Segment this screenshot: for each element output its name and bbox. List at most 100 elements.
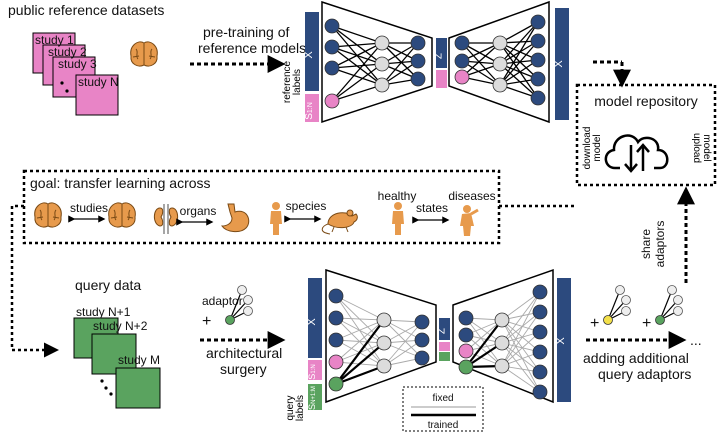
network-node: [494, 312, 510, 328]
adaptor-node: [243, 306, 253, 316]
network-node: [328, 332, 344, 348]
network-node: [414, 350, 430, 366]
network-edge: [499, 40, 539, 86]
z-label: Z: [434, 53, 445, 59]
network-edge: [461, 42, 501, 86]
network-edge: [335, 319, 385, 363]
network-node: [532, 284, 548, 300]
latent-bar-z: [439, 318, 450, 340]
network-edge: [335, 317, 385, 367]
reference-study-stack: study 1 study 2 study 3 study N: [32, 32, 119, 116]
adaptor-node: [621, 306, 631, 316]
network-edge: [331, 42, 383, 69]
latent-label-bar: [436, 70, 447, 88]
study-label: study 3: [58, 57, 97, 71]
study-label: study M: [118, 353, 160, 367]
network-edge: [501, 342, 541, 393]
x-label: X: [306, 318, 318, 326]
share-adaptors-line1: share: [639, 229, 653, 259]
network-node: [328, 376, 344, 392]
network-node: [532, 344, 548, 360]
adaptor-node: [673, 306, 683, 316]
x-label: X: [303, 51, 315, 59]
study-card: [91, 333, 137, 375]
network-edge: [383, 321, 423, 367]
network-edge: [499, 42, 539, 99]
input-bar-x: [305, 12, 319, 91]
model-repository-box: [575, 83, 717, 187]
download-label-line2: model: [592, 134, 603, 161]
network-node: [458, 359, 474, 375]
surgery-label-line2: surgery: [220, 361, 267, 377]
goal-states-label: states: [416, 201, 448, 215]
network-edge: [335, 319, 385, 341]
network-edge: [501, 319, 541, 393]
network-node: [328, 354, 344, 370]
adaptor-node: [603, 315, 613, 325]
goal-healthy-label: healthy: [378, 189, 417, 203]
network-node: [374, 35, 390, 51]
goal-diseases-label: diseases: [448, 189, 495, 203]
network-edge: [501, 331, 541, 367]
network-node: [530, 33, 546, 49]
network-node: [494, 358, 510, 374]
adaptor-node: [225, 315, 235, 325]
network-edge: [335, 317, 385, 321]
network-edge: [499, 63, 539, 99]
network-edge: [499, 59, 539, 86]
ellipsis: ...: [690, 332, 702, 348]
adaptor-node: [237, 285, 247, 295]
network-node: [532, 304, 548, 320]
reference-labels-line1: reference: [282, 60, 293, 103]
output-bar-xhat: [557, 278, 571, 402]
network-node: [492, 77, 508, 93]
query-model-network: X S1:N SN+1:M query labels Z X̂: [285, 268, 571, 421]
network-edge: [331, 63, 383, 69]
network-node: [454, 35, 470, 51]
decoder-outline: [452, 268, 554, 404]
adaptor-icon: [655, 285, 683, 325]
study-card: [115, 367, 161, 409]
adaptor-edge: [659, 289, 673, 321]
network-node: [532, 384, 548, 400]
reference-label-bar: [308, 360, 322, 380]
adaptor-icon: [225, 285, 253, 325]
xhat-label: X̂: [551, 60, 565, 68]
network-edge: [335, 295, 385, 321]
encoder-outline: [321, 0, 433, 124]
s-query-label: SN+1:M: [307, 386, 317, 410]
stomach-icon: [221, 203, 250, 233]
network-node: [454, 53, 470, 69]
network-node: [530, 14, 546, 30]
reference-model-network: X S1:N reference labels Z X̂: [282, 0, 569, 124]
network-edge: [501, 311, 541, 344]
brain-icon: [108, 202, 136, 228]
network-edge: [335, 342, 385, 385]
network-node: [376, 335, 392, 351]
reference-datasets-title: public reference datasets: [8, 2, 164, 18]
network-node: [530, 52, 546, 68]
latent-query-label-bar: [439, 352, 450, 361]
reference-label-bar: [305, 94, 319, 122]
network-edge: [381, 42, 419, 86]
network-node: [414, 314, 430, 330]
network-node: [532, 364, 548, 380]
s-ref-label: S1:N: [307, 364, 317, 379]
network-edge: [331, 42, 383, 48]
goal-studies-label: studies: [70, 201, 108, 215]
latent-label-bar: [439, 342, 450, 351]
query-data-title: query data: [75, 277, 141, 293]
network-node: [324, 18, 340, 34]
network-edge: [331, 42, 383, 102]
upload-label-line2: model: [701, 134, 712, 161]
network-node: [328, 288, 344, 304]
study-label: study N+2: [93, 319, 148, 333]
study-label: study 2: [48, 45, 87, 59]
legend-fixed-label: fixed: [432, 393, 453, 404]
input-bar-x: [308, 278, 322, 358]
network-node: [376, 312, 392, 328]
network-edge: [501, 291, 541, 367]
network-node: [414, 332, 430, 348]
network-node: [458, 310, 474, 326]
